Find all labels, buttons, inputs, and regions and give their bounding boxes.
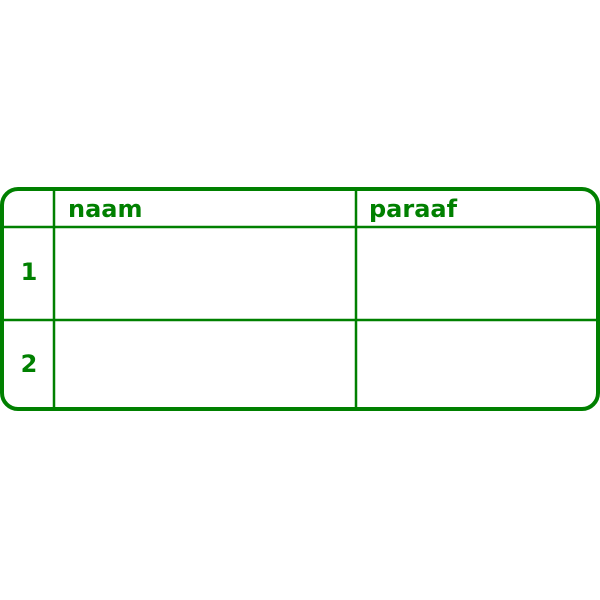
header-naam: naam: [68, 195, 142, 223]
cell-naam-1[interactable]: [56, 229, 354, 319]
cell-paraaf-1[interactable]: [358, 229, 596, 319]
row-number-2: 2: [21, 350, 38, 378]
table-outer-border: [0, 187, 600, 411]
header-paraaf: paraaf: [369, 195, 458, 223]
cell-paraaf-2[interactable]: [358, 322, 596, 407]
row-number-1: 1: [21, 258, 38, 286]
cell-naam-2[interactable]: [56, 322, 354, 407]
